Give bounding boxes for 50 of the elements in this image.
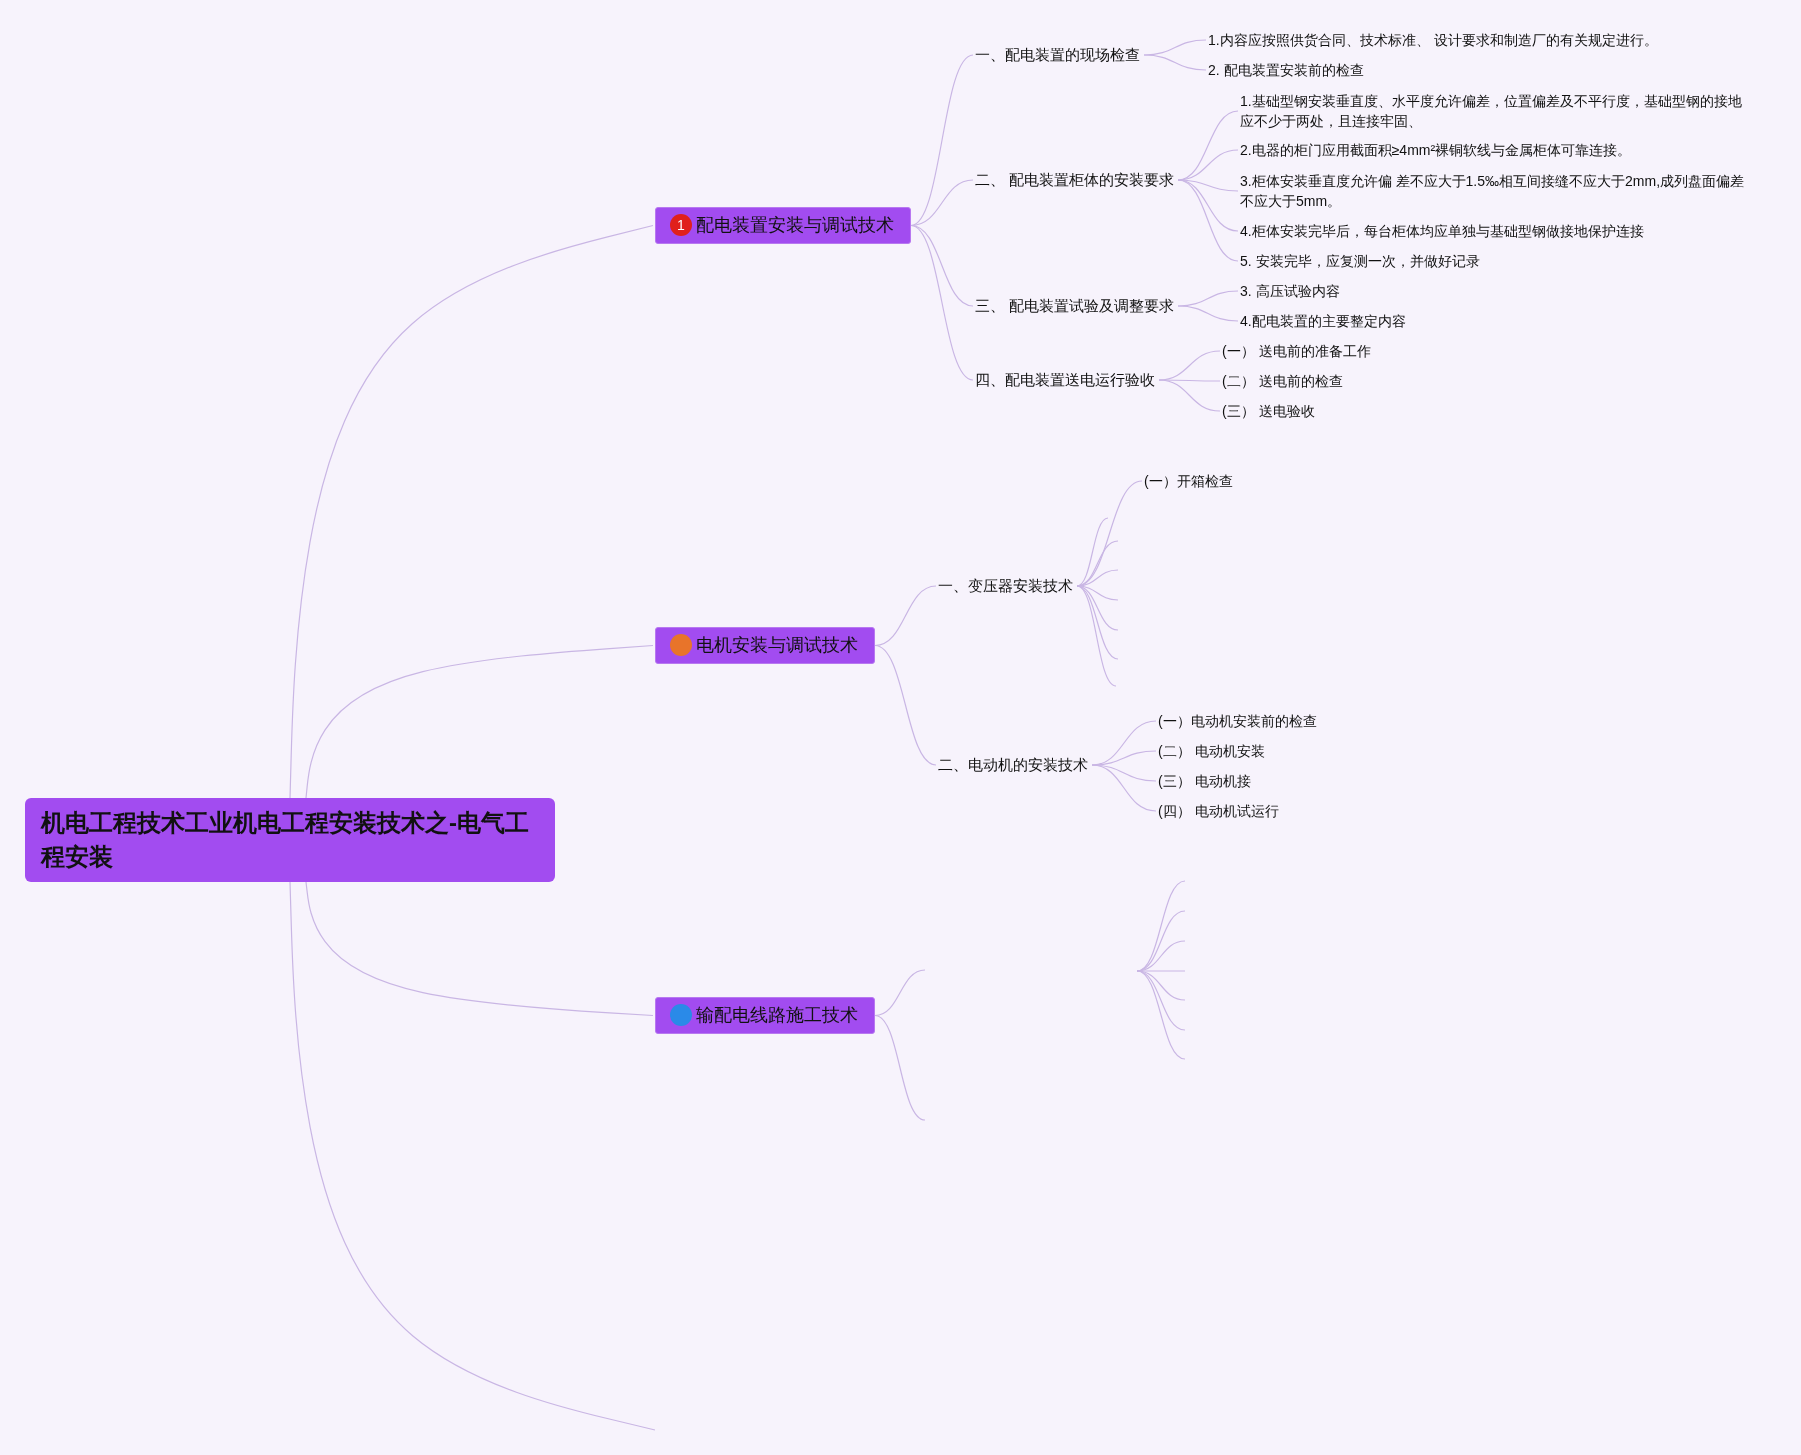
leaf-text: (二） 电动机安装 <box>1158 741 1265 761</box>
subtopic-text: 一、变压器安装技术 <box>938 576 1073 596</box>
connector-line <box>1177 305 1239 322</box>
leaf-text: (三） 送电验收 <box>1222 401 1315 421</box>
number-badge: 1 <box>670 214 692 236</box>
connector-line <box>289 881 656 1431</box>
connector-line <box>1158 379 1221 412</box>
leaf-text: (一）电动机安装前的检查 <box>1158 711 1317 731</box>
leaf-text: (一） 送电前的准备工作 <box>1222 341 1371 361</box>
branch-topic-box <box>655 626 875 664</box>
connector-line <box>874 1014 926 1121</box>
connector-line <box>1076 585 1117 687</box>
connector-line <box>1143 54 1207 71</box>
subtopic-text: 二、 配电装置柜体的安装要求 <box>975 170 1175 190</box>
subtopic-text: 二、电动机的安装技术 <box>938 755 1088 775</box>
leaf-text: 4.柜体安装完毕后，每台柜体均应单独与基础型钢做接地保护连接 <box>1240 221 1644 241</box>
leaf-text: 5. 安装完毕，应复测一次，并做好记录 <box>1240 251 1480 271</box>
connector-line <box>1177 179 1239 192</box>
branch-title: 配电装置安装与调试技术 <box>696 214 894 237</box>
connector-line <box>305 881 654 1017</box>
connector-line <box>289 224 654 799</box>
connector-line <box>1177 179 1239 262</box>
leaf-text: (一）开箱检查 <box>1144 471 1233 491</box>
leaf-text: (四） 电动机试运行 <box>1158 801 1279 821</box>
connector-line <box>1091 764 1157 812</box>
subtopic-text: 四、配电装置送电运行验收 <box>975 370 1155 390</box>
leaf-text: 2.电器的柜门应用截面积≥4mm²裸铜软线与金属柜体可靠连接。 <box>1240 140 1632 160</box>
connector-line <box>910 54 974 227</box>
branch-topic-box <box>655 206 911 244</box>
subtopic-text: 一、配电装置的现场检查 <box>975 45 1140 65</box>
leaf-text: 2. 配电装置安装前的检查 <box>1208 60 1364 80</box>
leaf-text: (二） 送电前的检查 <box>1222 371 1343 391</box>
branch-topic-box <box>655 996 875 1034</box>
leaf-text: 1.基础型钢安装垂直度、水平度允许偏差，位置偏差及不平行度，基础型钢的接地应不少于两处，且连接牢固、 <box>1240 91 1745 131</box>
leaf-text: 3.柜体安装垂直度允许偏 差不应大于1.5‰相互间接缝不应大于2mm,成列盘面偏差不应大于5mm。 <box>1240 171 1745 211</box>
leaf-text: 3. 高压试验内容 <box>1240 281 1340 301</box>
leaf-text: 1.内容应按照供货合同、技术标准、 设计要求和制造厂的有关规定进行。 <box>1208 30 1658 50</box>
connector-line <box>1076 569 1119 587</box>
connector-line <box>910 224 974 381</box>
connector-line <box>874 644 937 766</box>
connector-line <box>1076 585 1119 601</box>
connector-line <box>1091 764 1157 782</box>
leaf-text: 4.配电装置的主要整定内容 <box>1240 311 1406 331</box>
root-topic-box <box>25 798 555 882</box>
branch-title: 电机安装与调试技术 <box>696 634 858 657</box>
branch-title: 输配电线路施工技术 <box>696 1004 858 1027</box>
connector-line <box>305 644 654 799</box>
subtopic-text: 三、 配电装置试验及调整要求 <box>975 296 1175 316</box>
topic-title: 机电工程技术工业机电工程安装技术之-电气工程安装 <box>41 809 529 870</box>
leaf-text: (三） 电动机接 <box>1158 771 1251 791</box>
